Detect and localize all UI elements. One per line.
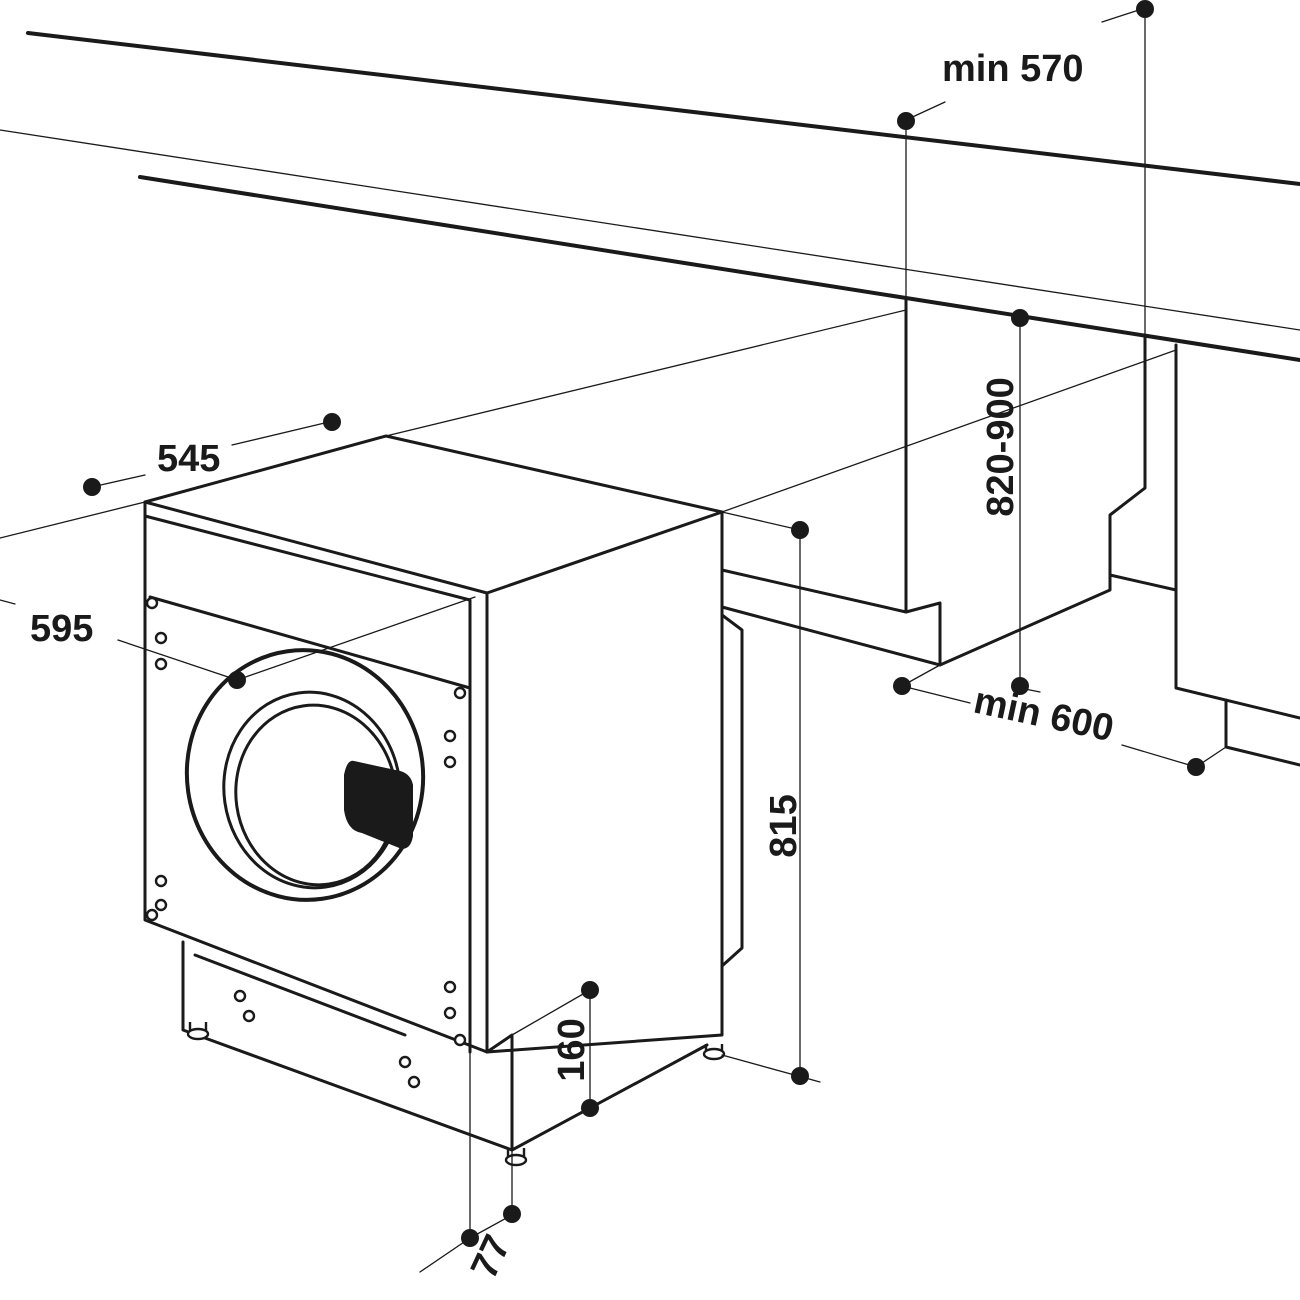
countertop <box>0 31 1300 362</box>
label-niche-height: 820-900 <box>980 377 1022 516</box>
label-depth: 545 <box>157 438 220 480</box>
door <box>184 648 426 902</box>
label-min-width: min 600 <box>970 680 1117 751</box>
washing-machine <box>143 434 744 1152</box>
screw-holes <box>145 596 467 1089</box>
dimension-labels: min 570 820-900 545 595 min 600 815 160 … <box>30 48 1117 1285</box>
guide-lines <box>0 309 1177 681</box>
label-height: 815 <box>763 794 805 857</box>
dimension-lines <box>91 7 1227 1273</box>
dimension-dots <box>83 0 1205 1247</box>
label-min-depth: min 570 <box>942 48 1084 90</box>
label-width: 595 <box>30 608 93 650</box>
feet <box>186 1022 726 1167</box>
label-plinth-height: 160 <box>551 1018 593 1081</box>
door-handle <box>344 760 413 850</box>
